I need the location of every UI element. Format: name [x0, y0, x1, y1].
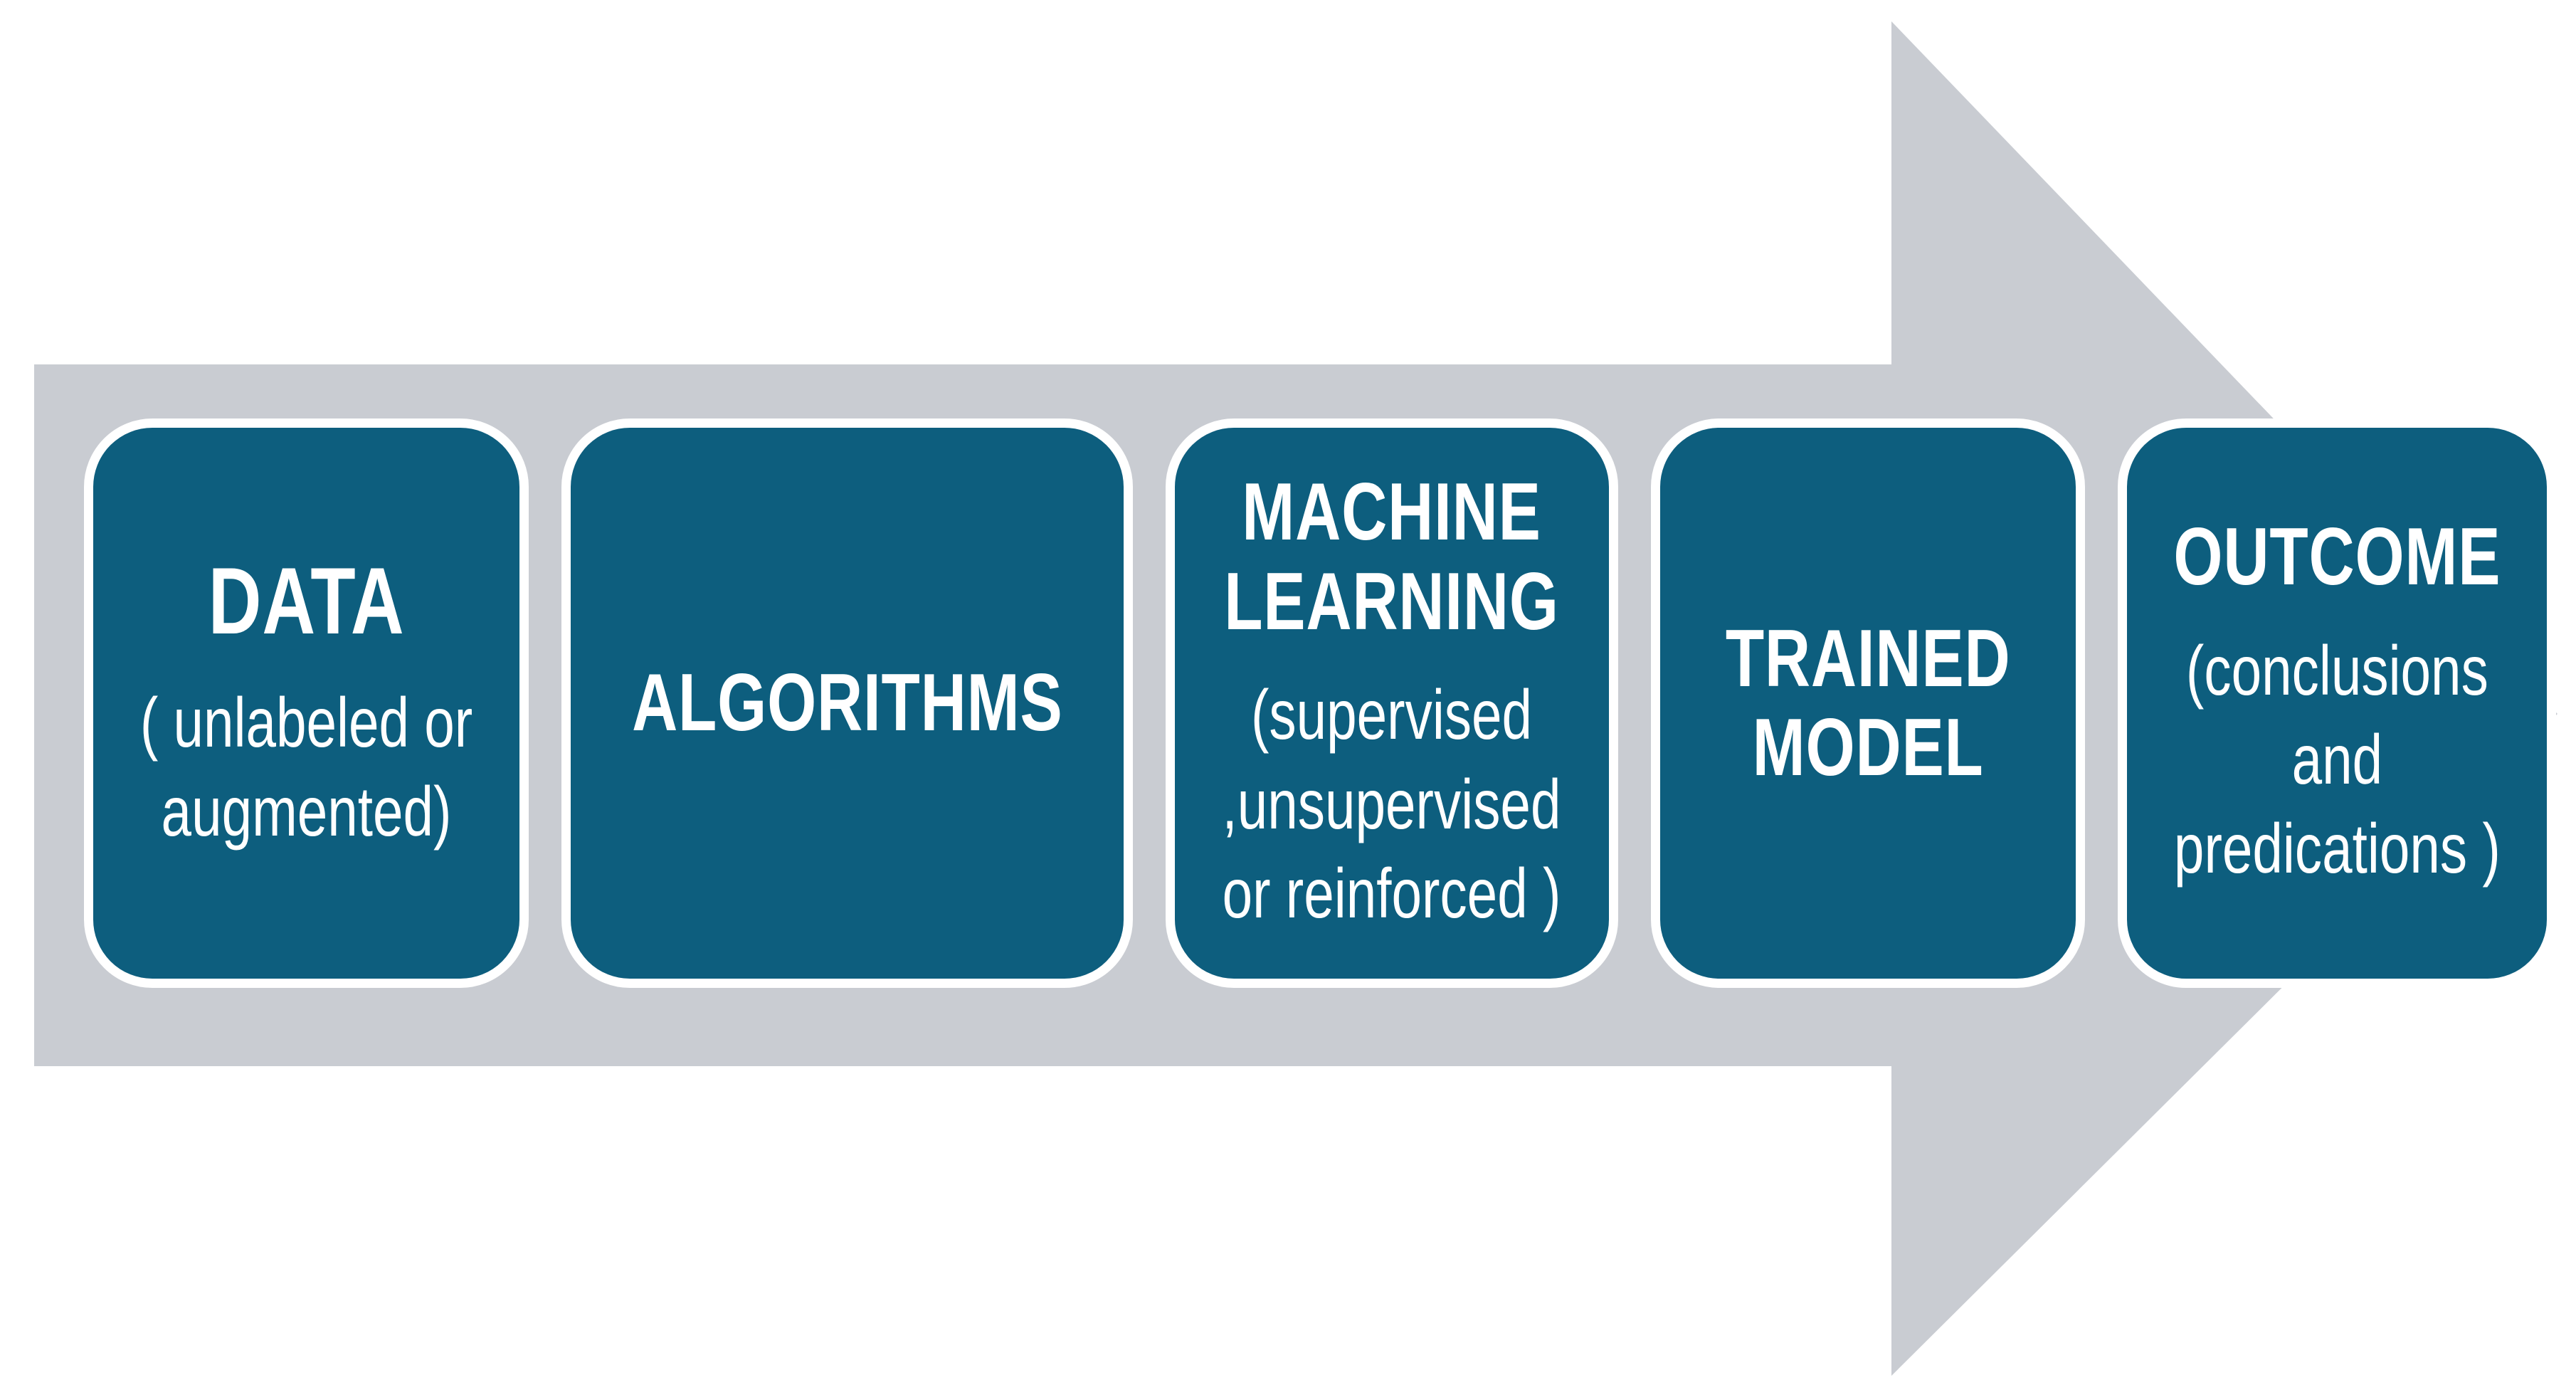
step-box-outcome: OUTCOME (conclusions and predications )	[2118, 418, 2556, 988]
step-title-line: DATA	[208, 549, 405, 655]
step-box-trained-model-text: TRAINED MODEL	[1660, 613, 2076, 793]
step-subtitle-line: (supervised	[1251, 675, 1533, 754]
step-title-algorithms: ALGORITHMS	[631, 658, 1063, 749]
step-title-line: TRAINED	[1725, 613, 2011, 704]
step-box-outcome-text: OUTCOME (conclusions and predications )	[2128, 512, 2547, 894]
step-title-line: OUTCOME	[2173, 512, 2501, 603]
step-title-line: LEARNING	[1224, 556, 1559, 647]
step-title-line: ALGORITHMS	[631, 658, 1063, 749]
step-subtitle-line: ,unsupervised	[1222, 764, 1561, 843]
step-box-machine-learning: MACHINE LEARNING (supervised ,unsupervis…	[1165, 418, 1618, 988]
step-title-line: MACHINE	[1242, 467, 1541, 558]
step-subtitle-line: or reinforced )	[1222, 854, 1561, 933]
step-subtitle-line: predications )	[2173, 809, 2501, 888]
step-box-algorithms: ALGORITHMS	[561, 418, 1133, 988]
step-title-data: DATA	[208, 549, 405, 655]
step-title-outcome: OUTCOME	[2173, 512, 2501, 603]
step-box-algorithms-text: ALGORITHMS	[571, 658, 1123, 749]
pipeline-steps-row: DATA ( unlabeled or augmented) ALGORITHM…	[84, 418, 2556, 988]
step-subtitle-machine-learning: (supervised ,unsupervised or reinforced …	[1223, 670, 1561, 938]
step-title-trained-model: TRAINED MODEL	[1725, 613, 2011, 793]
step-subtitle-data: ( unlabeled or augmented)	[140, 678, 473, 857]
step-box-data-text: DATA ( unlabeled or augmented)	[93, 549, 519, 856]
step-subtitle-line: augmented)	[161, 772, 452, 851]
step-box-machine-learning-text: MACHINE LEARNING (supervised ,unsupervis…	[1175, 468, 1608, 938]
step-subtitle-line: and	[2291, 720, 2382, 799]
step-subtitle-outcome: (conclusions and predications )	[2174, 626, 2501, 894]
step-box-trained-model: TRAINED MODEL	[1650, 418, 2086, 988]
step-title-line: MODEL	[1752, 702, 1984, 793]
step-subtitle-line: ( unlabeled or	[139, 683, 473, 762]
step-title-machine-learning: MACHINE LEARNING	[1224, 468, 1559, 646]
step-subtitle-line: (conclusions	[2185, 631, 2488, 710]
step-box-data: DATA ( unlabeled or augmented)	[84, 418, 529, 988]
